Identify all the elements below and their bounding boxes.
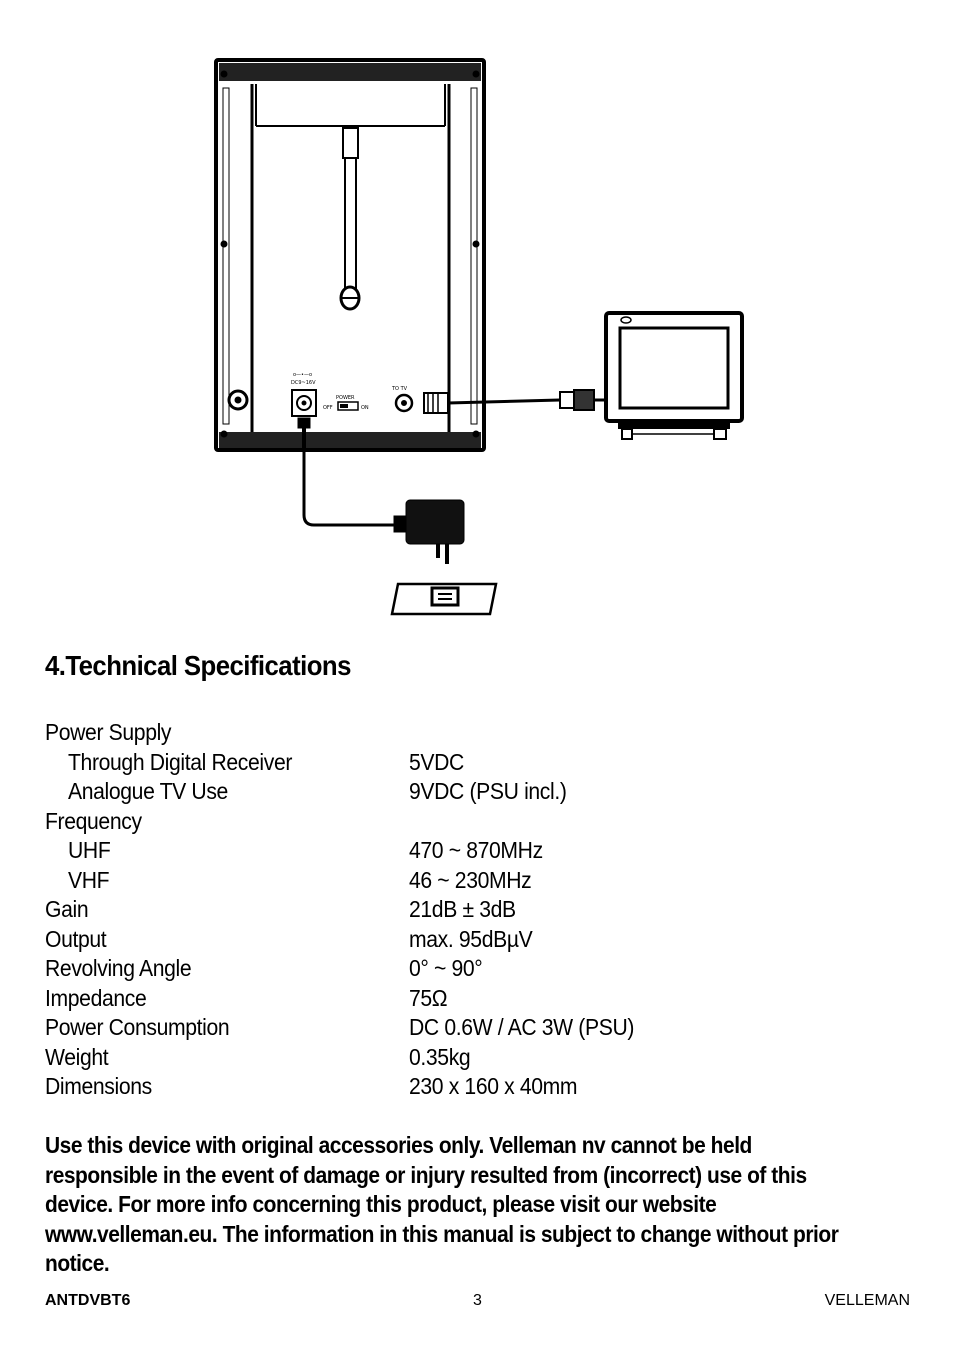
screw-dots (220, 70, 480, 438)
tv-illustration (604, 311, 744, 440)
coax-cable (447, 389, 604, 411)
power-label: POWER (336, 395, 355, 401)
notice-line: notice. (45, 1250, 110, 1276)
spec-label: Power Consumption (45, 1014, 230, 1040)
spec-row: Frequency (45, 807, 905, 837)
footer-page-number: 3 (473, 1292, 482, 1309)
panel-connectors (227, 389, 449, 417)
spec-row: Power Supply (45, 718, 905, 748)
notice-line: responsible in the event of damage or in… (45, 1161, 807, 1188)
footer-brand: VELLEMAN (824, 1292, 910, 1309)
on-label: ON (361, 405, 369, 411)
spec-row: Dimensions 230 x 160 x 40mm (45, 1072, 905, 1102)
power-adapter-illustration (297, 417, 465, 564)
spec-row: Power Consumption DC 0.6W / AC 3W (PSU) (45, 1013, 905, 1043)
spec-label: Revolving Angle (45, 955, 192, 981)
panel-labels: o—•—o DC9~16V POWER OFF ON TO TV (291, 372, 408, 411)
spec-label: Impedance (45, 984, 147, 1011)
spec-label: UHF (68, 837, 111, 863)
telescopic-antenna (339, 127, 361, 311)
spec-label: VHF (68, 866, 110, 893)
connection-diagram: o—•—o DC9~16V POWER OFF ON TO TV (214, 58, 744, 616)
spec-label: Power Supply (45, 719, 172, 745)
spec-value: max. 95dBµV (409, 925, 533, 952)
spec-label: Output (45, 925, 107, 952)
spec-value: 21dB ± 3dB (409, 896, 516, 922)
spec-value: 0.35kg (409, 1043, 471, 1070)
off-label: OFF (323, 405, 333, 411)
footer-model: ANTDVBT6 (45, 1292, 131, 1309)
spec-label: Through Digital Receiver (68, 748, 293, 775)
spec-row: Output max. 95dBµV (45, 925, 905, 955)
dc-pin-symbol: o—•—o (293, 372, 312, 378)
spec-row: UHF 470 ~ 870MHz (45, 836, 905, 866)
spec-row: Analogue TV Use 9VDC (PSU incl.) (45, 777, 905, 807)
section-title: 4.Technical Specifications (45, 650, 351, 681)
disclaimer-notice: Use this device with original accessorie… (45, 1131, 945, 1279)
spec-label: Dimensions (45, 1073, 152, 1099)
dc-input-label: DC9~16V (291, 380, 316, 386)
spec-label: Analogue TV Use (68, 778, 228, 804)
spec-row: Through Digital Receiver 5VDC (45, 748, 905, 778)
spec-row: Gain 21dB ± 3dB (45, 895, 905, 925)
spec-row: VHF 46 ~ 230MHz (45, 866, 905, 896)
spec-value: 230 x 160 x 40mm (409, 1073, 578, 1099)
to-tv-label: TO TV (391, 386, 408, 392)
spec-value: 5VDC (409, 748, 464, 775)
spec-row: Revolving Angle 0° ~ 90° (45, 954, 905, 984)
spec-value: 9VDC (PSU incl.) (409, 778, 567, 804)
spec-row: Weight 0.35kg (45, 1043, 905, 1073)
spec-label: Frequency (45, 807, 142, 834)
spec-value: DC 0.6W / AC 3W (PSU) (409, 1014, 635, 1040)
spec-row: Impedance 75Ω (45, 984, 905, 1014)
spec-value: 46 ~ 230MHz (409, 866, 532, 893)
spec-label: Weight (45, 1043, 109, 1070)
notice-line: Use this device with original accessorie… (45, 1132, 752, 1158)
spec-value: 0° ~ 90° (409, 955, 483, 981)
notice-line: device. For more info concerning this pr… (45, 1191, 717, 1217)
wall-outlet-illustration (390, 582, 498, 616)
spec-value: 470 ~ 870MHz (409, 837, 543, 863)
spec-value: 75Ω (409, 984, 448, 1011)
spec-label: Gain (45, 896, 89, 922)
antenna-unit-illustration (214, 58, 486, 452)
notice-line: www.velleman.eu. The information in this… (45, 1220, 839, 1247)
